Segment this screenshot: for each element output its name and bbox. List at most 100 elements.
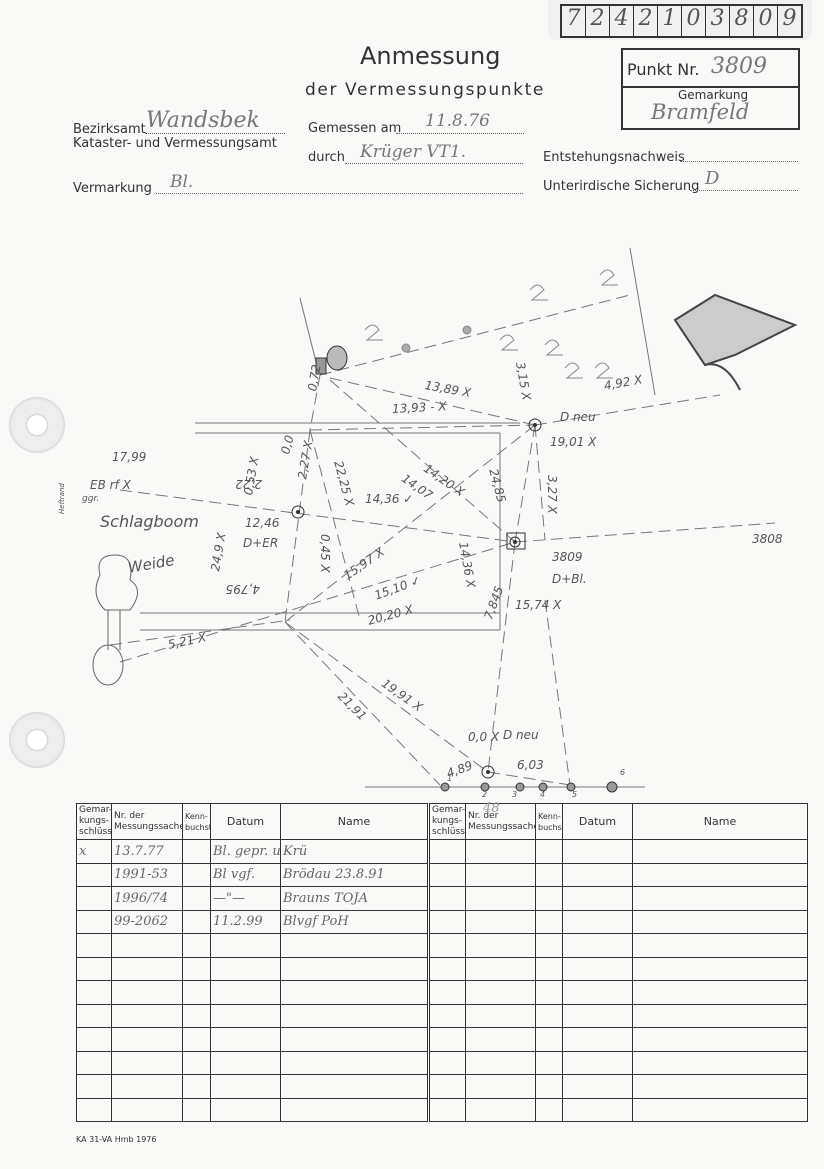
- table-cell: [280, 933, 428, 958]
- table-cell: [210, 1097, 281, 1122]
- table-cell: [632, 1003, 808, 1028]
- table-cell: [429, 1050, 466, 1075]
- table-row: [429, 1097, 808, 1122]
- sketch-label: 3809: [552, 550, 583, 564]
- table-cell: [182, 886, 211, 911]
- sicherung-label: Unterirdische Sicherung: [543, 179, 700, 194]
- id-digit: 8: [729, 6, 753, 36]
- table-cell: [535, 862, 563, 887]
- sketch-label: 17,99: [112, 450, 147, 464]
- table-cell: [182, 909, 211, 934]
- sketch-label: D neu: [503, 728, 539, 742]
- sketch-label: 3,27 X: [545, 475, 559, 514]
- page-subtitle: der Vermessungspunkte: [305, 80, 545, 100]
- table-cell: Blvgf PoH: [280, 909, 428, 934]
- table-cell: [182, 933, 211, 958]
- id-digit: 7: [566, 6, 581, 31]
- punch-hole: [9, 712, 65, 768]
- table-cell: [465, 1097, 536, 1122]
- table-cell: [182, 1097, 211, 1122]
- table-cell: [111, 1097, 183, 1122]
- sketch-label: D+Bl.: [552, 572, 587, 586]
- table-cell: [429, 909, 466, 934]
- table-cell: Brödau 23.8.91: [280, 862, 428, 887]
- table-cell: [182, 1027, 211, 1052]
- table-cell: [280, 1050, 428, 1075]
- bezirksamt-value: Wandsbek: [146, 108, 260, 133]
- sketch-label: 2,22: [235, 477, 262, 491]
- table-row: [429, 1003, 808, 1028]
- id-digit: 4: [609, 6, 633, 36]
- sketch-label: 0,0 X: [468, 730, 500, 744]
- sketch-label: Heftrand: [58, 483, 66, 514]
- table-cell: [465, 909, 536, 934]
- table-row: [429, 933, 808, 958]
- sketch-label: 3808: [752, 532, 783, 546]
- right-table-annotation: 48: [483, 801, 500, 816]
- sketch-label: 15,74 X: [515, 598, 562, 612]
- table-cell: [632, 956, 808, 981]
- table-cell: [429, 1097, 466, 1122]
- table-cell: [210, 980, 281, 1005]
- table-cell: [562, 1097, 633, 1122]
- table-cell: [111, 1050, 183, 1075]
- table-row: [76, 1050, 428, 1075]
- table-cell: [429, 862, 466, 887]
- table-row: 1996/74—"—Brauns TOJA: [76, 886, 428, 911]
- table-cell: [465, 886, 536, 911]
- vermarkung-label: Vermarkung: [73, 181, 152, 196]
- table-cell: [465, 1050, 536, 1075]
- fence-line: [629, 247, 656, 396]
- table-cell: [429, 886, 466, 911]
- table-cell: [182, 862, 211, 887]
- table-cell: [535, 1003, 563, 1028]
- table-cell: [429, 839, 466, 864]
- table-cell: [429, 956, 466, 981]
- sketch-label: 13,93 - X: [391, 399, 447, 416]
- table-cell: [562, 1027, 633, 1052]
- gemessen-label: Gemessen am: [308, 121, 402, 136]
- bezirksamt-label: Bezirksamt: [73, 122, 146, 137]
- table-cell: [280, 1003, 428, 1028]
- id-digit: 3: [705, 6, 729, 36]
- table-cell: [535, 1050, 563, 1075]
- table-cell: Krü: [280, 839, 428, 864]
- table-cell: [210, 1027, 281, 1052]
- table-cell: x: [76, 839, 112, 864]
- table-row: [76, 933, 428, 958]
- hedge-symbols: [364, 269, 618, 379]
- table-row: [76, 956, 428, 981]
- sketch-label: EB rf X: [90, 478, 131, 492]
- table-cell: [535, 980, 563, 1005]
- sketch-label: Schlagboom: [100, 512, 199, 531]
- table-cell: [562, 1074, 633, 1099]
- page-title: Anmessung: [360, 42, 501, 70]
- gemarkung-label: Gemarkung: [678, 88, 749, 102]
- table-row: [429, 862, 808, 887]
- fence-line: [299, 297, 319, 371]
- history-table-right: Gemar-kungs-schlüsselNr. der Messungssac…: [429, 803, 808, 1122]
- table-cell: [111, 933, 183, 958]
- table-cell: [210, 933, 281, 958]
- table-cell: [210, 1003, 281, 1028]
- entstehung-label: Entstehungsnachweis: [543, 150, 685, 165]
- table-cell: Bl. gepr. u. gepr. u. gesichert.: [210, 839, 281, 864]
- sketch-label: D+ER: [243, 536, 279, 550]
- table-cell: [182, 1050, 211, 1075]
- table-cell: [535, 956, 563, 981]
- table-cell: [111, 980, 183, 1005]
- table-cell: [182, 1003, 211, 1028]
- punkt-box: Punkt Nr. 3809 Gemarkung Bramfeld: [621, 48, 800, 130]
- table-cell: [535, 909, 563, 934]
- table-row: [429, 886, 808, 911]
- table-cell: [562, 956, 633, 981]
- walls: [140, 422, 520, 631]
- sketch-label: 6,03: [517, 758, 544, 772]
- column-header: Nr. der Messungssache: [111, 803, 183, 840]
- column-header: Datum: [210, 803, 281, 840]
- table-cell: [465, 839, 536, 864]
